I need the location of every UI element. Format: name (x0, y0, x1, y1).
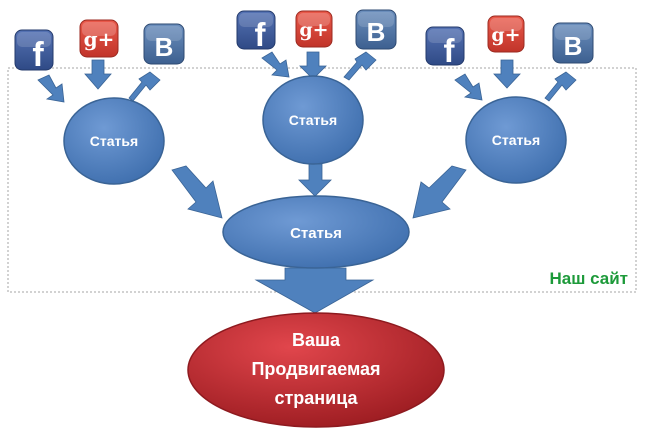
site-label: Наш сайт (549, 269, 628, 288)
google-plus-icon[interactable]: g+ (487, 15, 525, 53)
article-node-main-label: Статья (290, 225, 342, 242)
article-node-center-top-label: Статья (289, 112, 337, 128)
arrow-center-to-target (254, 267, 375, 314)
svg-text:B: B (564, 31, 583, 61)
article-node-center-top (262, 75, 364, 165)
google-plus-icon[interactable]: g+ (295, 10, 333, 48)
arrow-article-right-to-center (412, 165, 467, 219)
vkontakte-icon[interactable]: B (143, 23, 185, 65)
svg-text:B: B (155, 32, 174, 62)
svg-text:g+: g+ (84, 27, 115, 51)
arrow-fb-to-article-right (454, 73, 483, 101)
article-node-left-label: Статья (90, 133, 138, 149)
facebook-icon[interactable]: f (425, 26, 465, 69)
svg-text:f: f (444, 32, 456, 69)
vkontakte-icon[interactable]: B (552, 22, 594, 64)
article-node-main (222, 195, 410, 269)
svg-text:f: f (32, 36, 44, 74)
arrow-gp-to-article-center (299, 51, 327, 80)
svg-text:f: f (255, 16, 267, 53)
article-node-right-label: Статья (492, 132, 540, 148)
arrow-vk-to-article-center (343, 51, 377, 81)
google-plus-icon[interactable]: g+ (79, 19, 119, 58)
target-page-label-line2: Продвигаемая (251, 359, 380, 379)
facebook-icon[interactable]: f (236, 10, 276, 53)
article-node-left (63, 97, 165, 185)
arrow-fb-to-article-left (37, 74, 65, 103)
arrow-vk-to-article-left (128, 71, 161, 102)
target-page-node (187, 312, 445, 428)
article-node-right (465, 96, 567, 184)
vkontakte-icon[interactable]: B (355, 9, 397, 50)
arrow-fb-to-article-center (261, 51, 290, 78)
arrow-article-left-to-center (171, 165, 223, 219)
arrow-vk-to-article-right (544, 71, 577, 102)
facebook-icon[interactable]: f (14, 29, 54, 74)
svg-text:g+: g+ (299, 19, 328, 41)
target-page-label-line1: Ваша (292, 330, 341, 350)
arrow-gp-to-article-left (84, 59, 112, 90)
arrow-article-center-to-center (298, 163, 332, 197)
target-page-label-line3: страница (274, 388, 358, 408)
arrow-gp-to-article-right (493, 59, 521, 89)
svg-text:g+: g+ (491, 24, 520, 46)
svg-text:B: B (367, 17, 386, 47)
